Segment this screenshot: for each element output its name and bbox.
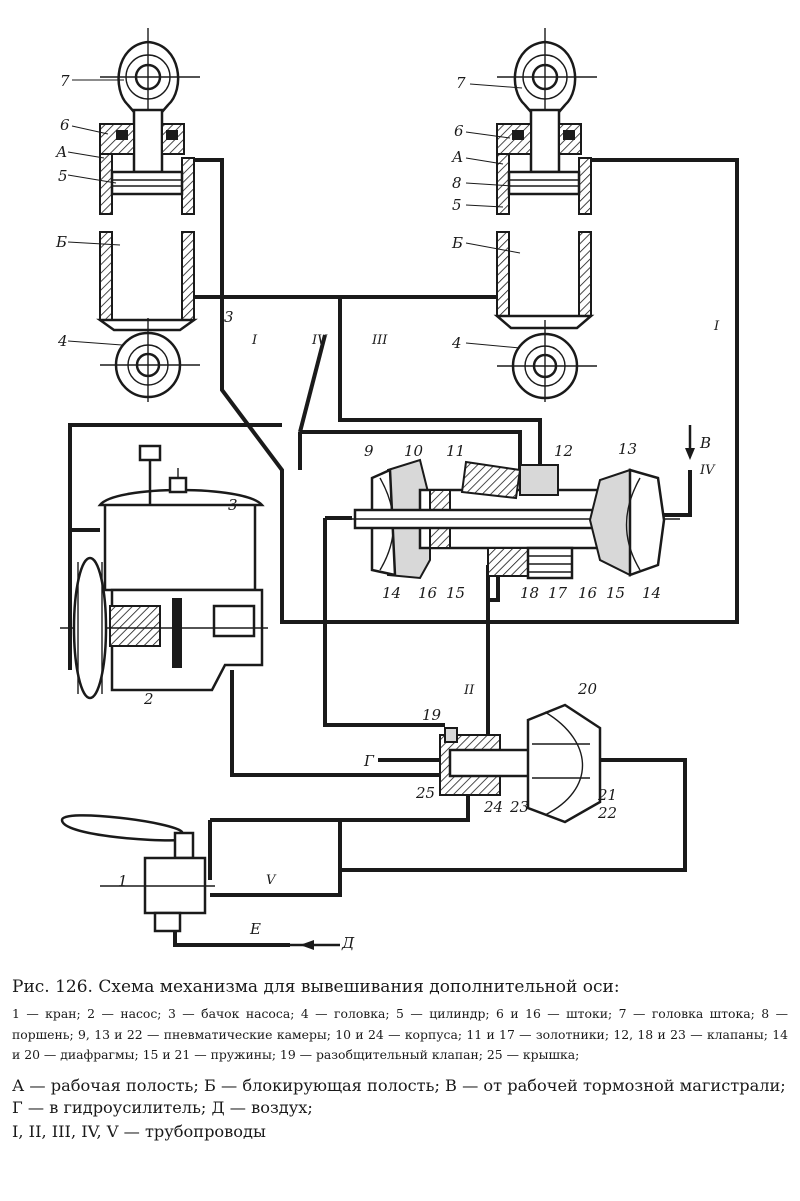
callout-6-left: 6: [60, 116, 70, 134]
callout-16-right: 16: [578, 584, 598, 602]
callout-23: 23: [509, 798, 529, 816]
callout-6-right: 6: [454, 122, 464, 140]
left-rod-head: [117, 40, 180, 114]
callout-24: 24: [483, 798, 503, 816]
pipeline-labels: I IV III I IV II V: [251, 319, 720, 888]
power-steering-valve: [439, 703, 602, 824]
left-piston-rod: [132, 108, 164, 174]
callout-17: 17: [548, 584, 568, 602]
pipeline-III: III: [371, 333, 388, 348]
distributor-valve-block: [340, 458, 680, 580]
callout-A-right: А: [451, 148, 463, 166]
pipeline-V: V: [266, 873, 277, 888]
callout-E: Е: [249, 920, 261, 938]
callout-15-left: 15: [446, 584, 465, 602]
callout-labels: 7 6 А 5 Б 4 7 6 А 8 5 Б 4 3 9 10 11 12 1…: [55, 72, 711, 952]
pipeline-I-right: I: [713, 319, 720, 334]
callout-D: Д: [341, 934, 355, 952]
callout-10: 10: [404, 442, 424, 460]
pipeline-IV-top: IV: [311, 333, 328, 348]
left-hydraulic-cylinder: [96, 28, 200, 402]
caption-parts-list: 1 — кран; 2 — насос; 3 — бачок насоса; 4…: [12, 1006, 788, 1062]
caption-title: Рис. 126. Схема механизма для вывешивани…: [12, 977, 620, 997]
callout-12: 12: [554, 442, 573, 460]
callout-5-right: 5: [452, 196, 462, 214]
right-hydraulic-cylinder: [493, 28, 597, 402]
right-piston: [507, 170, 581, 196]
left-piston: [110, 170, 184, 196]
callout-25: 25: [415, 784, 435, 802]
figure-caption: Рис. 126. Схема механизма для вывешивани…: [12, 976, 788, 1143]
callout-9: 9: [364, 442, 374, 460]
caption-legend: А — рабочая полость; Б — блокирующая пол…: [12, 1075, 786, 1117]
callout-3-tank: 3: [228, 496, 238, 514]
callout-7-left: 7: [60, 72, 70, 90]
callout-V: В: [699, 434, 711, 452]
callout-21: 21: [597, 786, 617, 804]
callout-16-left: 16: [418, 584, 438, 602]
callout-1: 1: [118, 872, 128, 890]
callout-B-right: Б: [451, 234, 463, 252]
callout-4-right: 4: [451, 334, 462, 352]
callout-G: Г: [363, 752, 375, 770]
callout-11: 11: [446, 442, 465, 460]
callout-18: 18: [520, 584, 539, 602]
pipeline-II: II: [463, 683, 475, 698]
callout-15-right: 15: [606, 584, 625, 602]
mechanism-schematic: 7 6 А 5 Б 4 7 6 А 8 5 Б 4 3 9 10 11 12 1…: [55, 28, 739, 952]
callout-7-right: 7: [456, 74, 466, 92]
callout-leaders: [67, 79, 523, 349]
pump-with-tank: [60, 444, 268, 700]
callout-5-left: 5: [58, 167, 68, 185]
callout-3: 3: [224, 308, 234, 326]
callout-8: 8: [452, 174, 462, 192]
callout-13: 13: [618, 440, 637, 458]
callout-19: 19: [422, 706, 442, 724]
callout-B-left: Б: [55, 233, 67, 251]
pipeline-I-left: I: [251, 333, 258, 348]
callout-20: 20: [577, 680, 598, 698]
callout-22: 22: [597, 804, 617, 822]
control-crane: [60, 814, 215, 933]
right-piston-rod: [529, 108, 561, 174]
caption-pipelines: I, II, III, IV, V — трубопроводы: [12, 1121, 266, 1141]
pipelines: [68, 158, 739, 950]
pipeline-IV-right: IV: [699, 463, 716, 478]
callout-14-left: 14: [382, 584, 401, 602]
callout-A-left: А: [55, 143, 67, 161]
callout-14-right: 14: [642, 584, 661, 602]
callout-4-left: 4: [57, 332, 68, 350]
callout-2: 2: [143, 690, 154, 708]
right-rod-head: [513, 40, 577, 114]
